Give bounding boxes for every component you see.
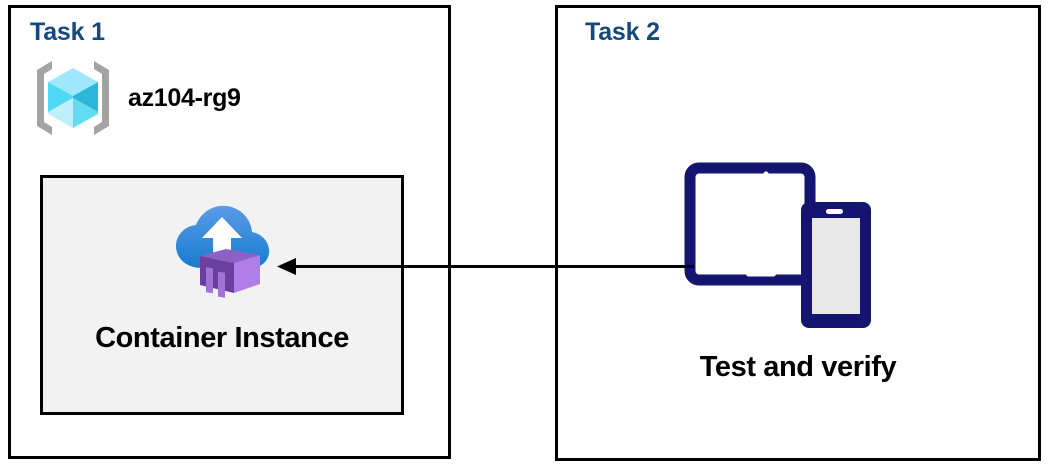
task-2-panel (555, 5, 1041, 461)
container-instance-card: Container Instance (40, 175, 404, 415)
resource-group-icon (37, 61, 109, 135)
resource-group-row: az104-rg9 (32, 58, 241, 138)
container-instance-label: Container Instance (95, 322, 349, 354)
resource-group-label: az104-rg9 (128, 83, 241, 112)
task-1-title: Task 1 (30, 18, 105, 46)
container-instance-icon (176, 205, 270, 298)
tablet-and-phone-icon (684, 162, 871, 328)
task-2-title: Task 2 (585, 18, 660, 46)
test-and-verify-label: Test and verify (699, 351, 897, 383)
